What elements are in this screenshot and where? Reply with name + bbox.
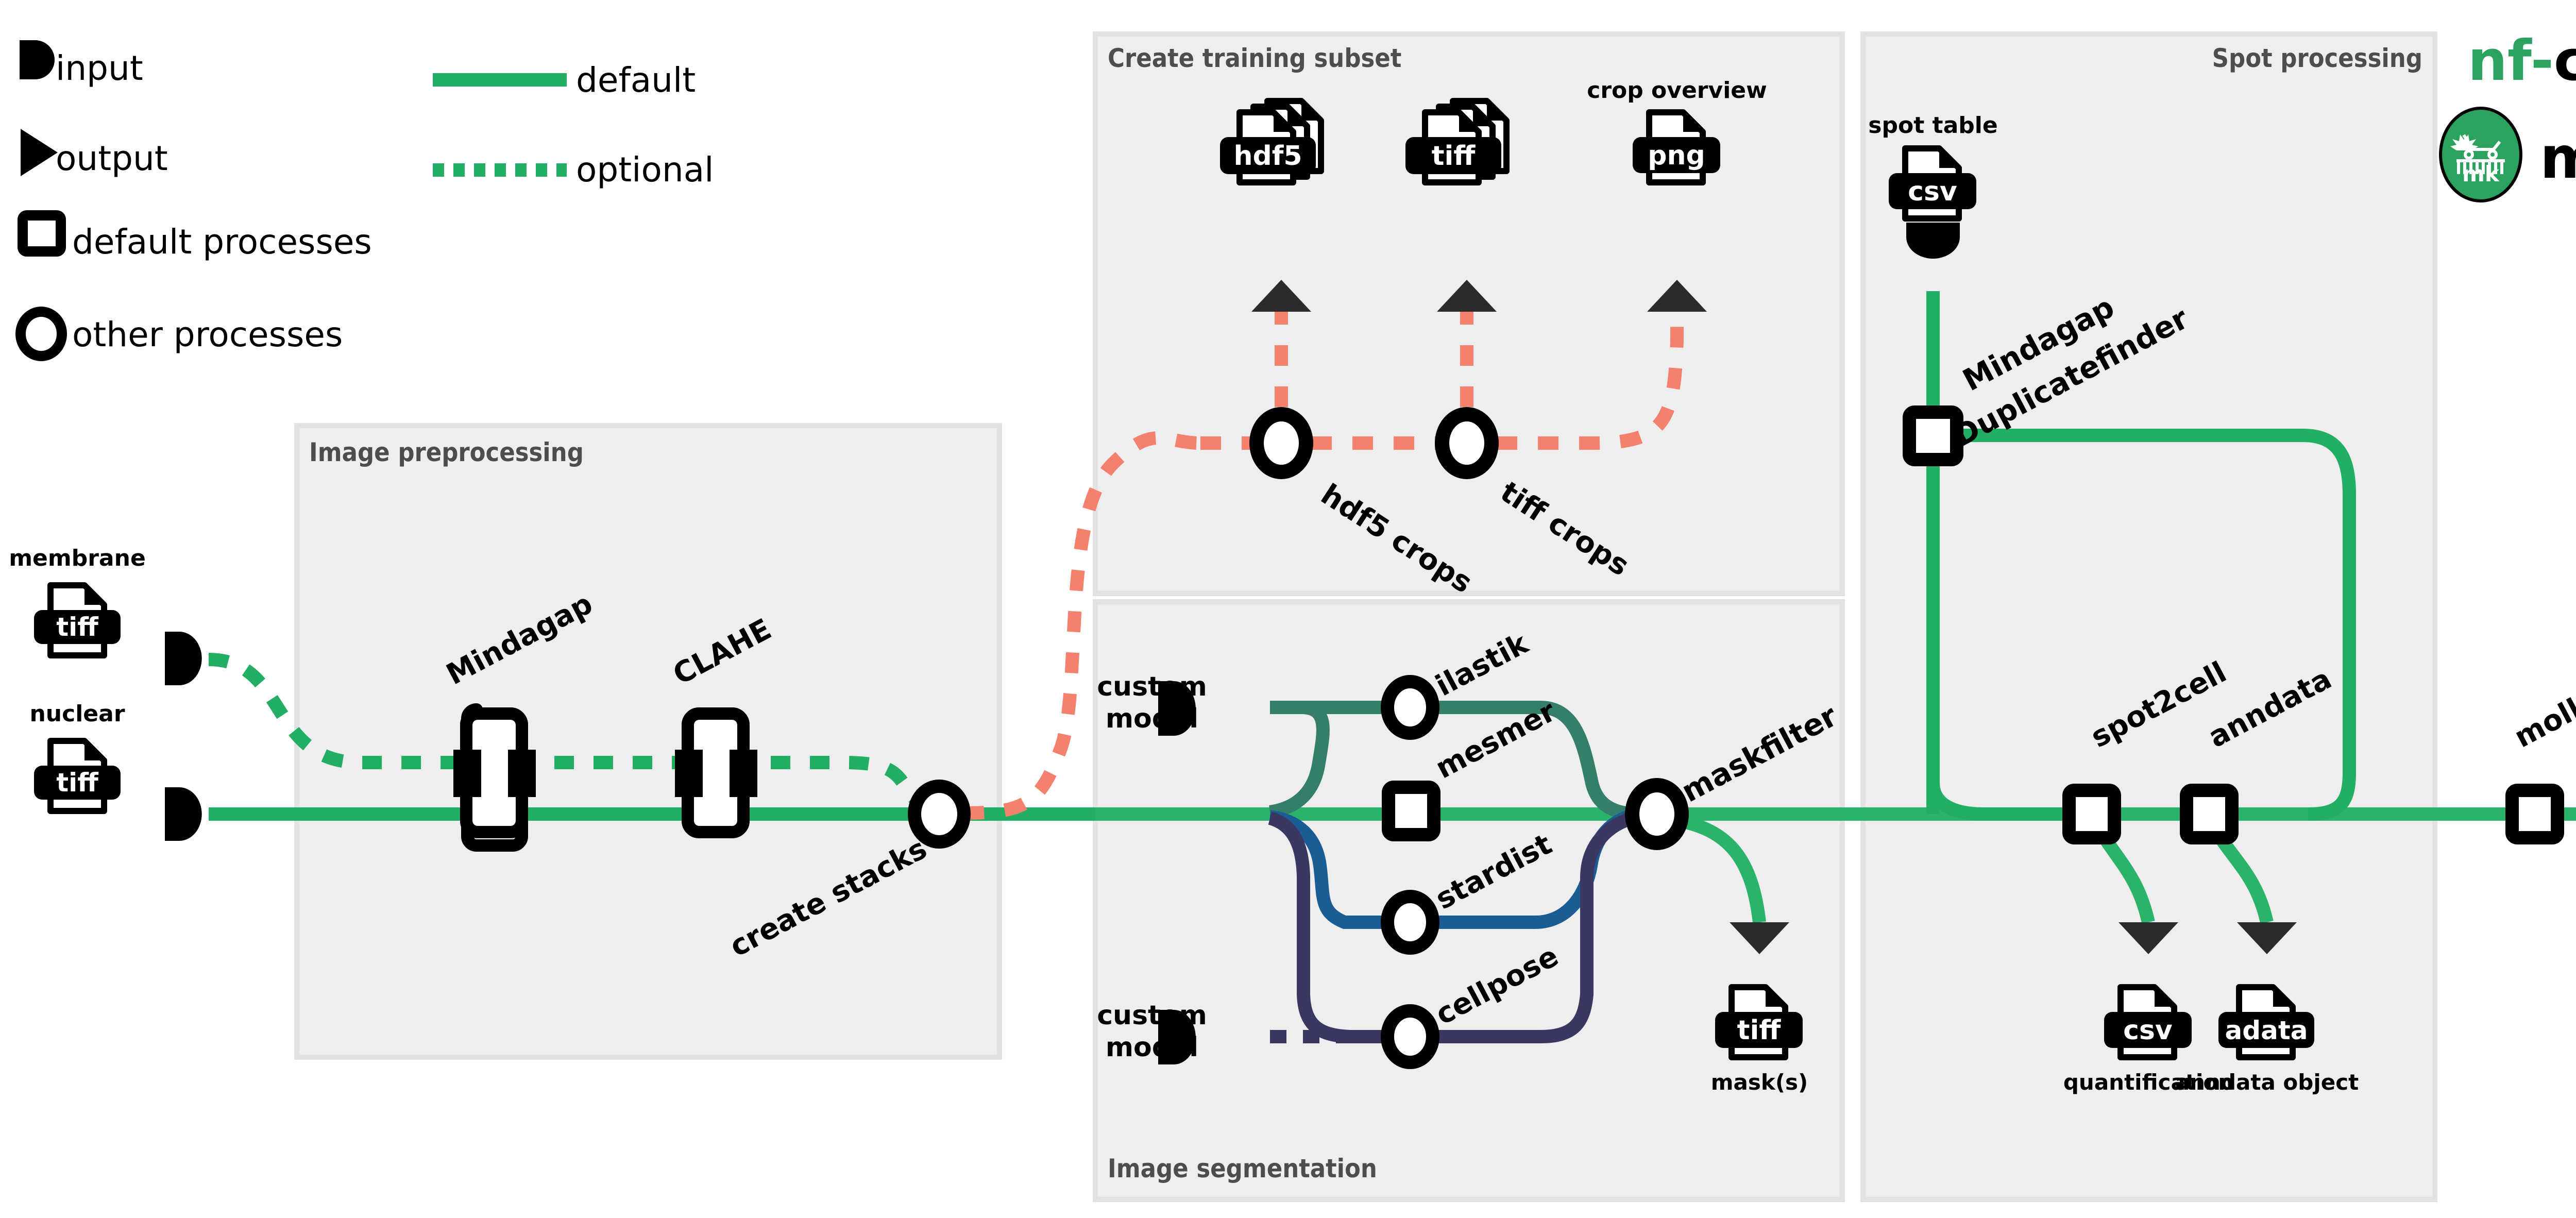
flow-optional-training-subset xyxy=(963,312,1684,820)
file-tiff-crops-ext: tiff xyxy=(1432,141,1476,172)
file-membrane-tiff-ext: tiff xyxy=(56,612,98,642)
panel-image-segmentation-title: Image segmentation xyxy=(1108,1154,1377,1183)
flow-spot-processing xyxy=(1926,291,2356,924)
input-connector-membrane-icon xyxy=(165,632,202,685)
edge-mainline-down-to-stardist xyxy=(1269,810,1391,929)
legend-output-label: output xyxy=(56,139,168,178)
legend-input-label: input xyxy=(56,48,143,88)
process-node-hdf5-crops[interactable] xyxy=(1249,407,1313,479)
file-spot-table-caption: spot table xyxy=(1868,112,1997,139)
process-node-mesmer[interactable] xyxy=(1382,781,1440,841)
file-quantification-csv: csv xyxy=(2104,987,2192,1057)
output-triangle-icon xyxy=(21,129,58,176)
legend-default-line-row: default xyxy=(433,60,696,100)
process-node-tiff-crops[interactable] xyxy=(1435,407,1499,479)
legend-optional-line-label: optional xyxy=(576,150,714,190)
file-masks-caption: mask(s) xyxy=(1711,1070,1808,1095)
process-node-maskfilter[interactable] xyxy=(1625,778,1689,850)
file-anndata-object-caption: anndata object xyxy=(2175,1070,2359,1095)
input-connector-custom-model-cellpose-icon xyxy=(1158,1010,1196,1064)
process-node-create-stacks[interactable] xyxy=(908,780,971,849)
edge-maskfilter-to-masks xyxy=(1668,813,1766,923)
logo-badge-text: mk xyxy=(2462,161,2500,187)
nf-core-molkart-logo: nf-core/ mk molkart xyxy=(2439,29,2576,202)
input-connector-spot-table-icon xyxy=(1906,223,1960,259)
file-nuclear-tiff-caption: nuclear xyxy=(29,701,125,727)
edge-spottable-to-spot2cell xyxy=(1926,783,2071,821)
input-connector-nuclear-icon xyxy=(165,787,202,841)
file-hdf5-crops-output: hdf5 xyxy=(1220,101,1321,182)
file-membrane-tiff-caption: membrane xyxy=(9,545,146,571)
process-node-spot2cell[interactable] xyxy=(2062,784,2121,844)
legend-other-process-row: other processes xyxy=(15,307,343,361)
file-png-ext: png xyxy=(1648,140,1705,171)
file-membrane-tiff: tiff xyxy=(34,585,121,655)
process-node-anndata[interactable] xyxy=(2180,784,2239,844)
file-tiff-crops-output: tiff xyxy=(1405,101,1506,182)
input-shape-icon xyxy=(20,40,55,79)
file-masks-ext: tiff xyxy=(1737,1015,1782,1046)
file-nuclear-tiff: tiff xyxy=(34,741,121,811)
file-quantification-caption: quantification xyxy=(2063,1070,2233,1095)
file-nuclear-tiff-ext: tiff xyxy=(56,768,98,798)
file-crop-overview-caption: crop overview xyxy=(1587,77,1767,104)
file-anndata-object: adata xyxy=(2218,987,2314,1057)
circle-process-icon xyxy=(15,307,67,361)
file-quantification-ext: csv xyxy=(2123,1015,2173,1046)
process-node-molkartqc[interactable] xyxy=(2505,784,2564,844)
legend-input-row: input xyxy=(20,40,143,88)
legend-other-process-label: other processes xyxy=(72,315,343,354)
edge-mainline-up-to-ilastik xyxy=(1268,701,1330,819)
edge-membrane-to-mindagap xyxy=(208,653,474,769)
file-anndata-ext: adata xyxy=(2225,1016,2308,1045)
file-hdf5-ext: hdf5 xyxy=(1233,141,1302,172)
panel-spot-processing-title: Spot processing xyxy=(2212,43,2422,73)
edge-createstacks-to-hdf5crops xyxy=(963,431,1201,820)
legend-default-process-label: default processes xyxy=(72,222,372,262)
legend-output-row: output xyxy=(21,129,168,178)
square-process-icon xyxy=(18,210,66,257)
molkart-mk-badge-icon: mk xyxy=(2439,107,2522,202)
legend-default-line-label: default xyxy=(576,60,696,100)
file-spot-table-csv: csv xyxy=(1889,148,1976,218)
file-masks-tiff: tiff xyxy=(1715,987,1803,1057)
legend: input output default processes other pro… xyxy=(15,40,714,361)
logo-pipeline-name: molkart xyxy=(2540,125,2576,192)
process-node-cellpose[interactable] xyxy=(1381,1004,1439,1069)
edge-tiffcrops-to-png xyxy=(1497,312,1684,450)
legend-default-process-row: default processes xyxy=(18,210,372,262)
process-node-stardist[interactable] xyxy=(1381,890,1439,955)
input-connector-custom-model-ilastik-icon xyxy=(1158,681,1196,736)
panel-create-training-subset-title: Create training subset xyxy=(1108,43,1401,73)
flow-optional-preprocessing xyxy=(208,653,924,809)
process-node-mindagap-duplicatefinder[interactable] xyxy=(1903,405,1963,466)
legend-optional-line-row: optional xyxy=(433,150,714,190)
edge-ilastik-to-maskfilter xyxy=(1430,701,1636,821)
process-node-clahe[interactable] xyxy=(675,707,757,838)
panel-image-preprocessing-title: Image preprocessing xyxy=(309,437,584,467)
file-crop-overview-png: png xyxy=(1633,112,1720,182)
edge-cellpose-to-maskfilter xyxy=(1430,810,1638,1043)
panel-image-preprocessing: Image preprocessing xyxy=(294,423,1002,1060)
process-node-mindagap[interactable] xyxy=(453,703,536,852)
logo-nf-prefix: nf-core/ xyxy=(2468,29,2576,93)
edge-clahe-to-createstacks xyxy=(732,756,924,809)
panel-image-preprocessing-bg xyxy=(294,423,1002,1060)
process-node-ilastik[interactable] xyxy=(1381,675,1439,740)
edge-mainline-down-to-cellpose xyxy=(1268,811,1391,1043)
edge-duplicatefinder-to-anndata xyxy=(1958,429,2356,821)
flow-segmentation-branches xyxy=(1268,701,1638,1043)
file-spot-table-ext: csv xyxy=(1908,176,1957,207)
